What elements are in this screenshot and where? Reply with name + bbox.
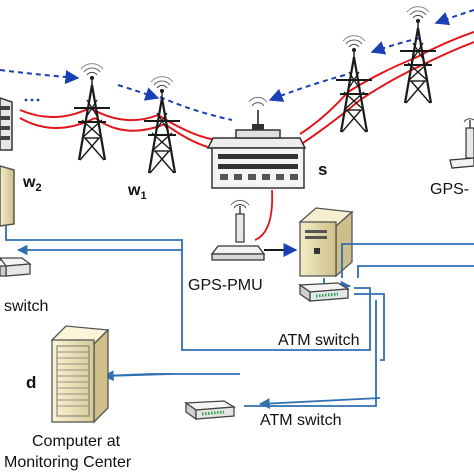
network-switch-icon: [298, 281, 350, 303]
transmission-tower-icon: [334, 34, 374, 134]
computer-label-line1: Computer at: [32, 433, 121, 450]
gps-pmu-label: GPS-PMU: [188, 277, 263, 294]
atm-switch-label-bottom: ATM switch: [260, 412, 341, 429]
substation-building-icon: [206, 96, 307, 189]
computer-tower-icon: [298, 207, 354, 278]
node-label-w2: w2: [22, 174, 42, 194]
transmission-tower-icon: [398, 5, 438, 105]
node-label-s: s: [318, 160, 327, 179]
atm-switch-label-top: ATM switch: [278, 332, 359, 349]
link-arrow: [258, 397, 381, 409]
computer-tower-icon: [0, 165, 15, 227]
link-arrow: [102, 370, 173, 382]
sensor-link: [254, 189, 274, 241]
network-switch-icon: [184, 399, 236, 421]
switch-label-left: switch: [4, 298, 48, 315]
network-switch-icon: [0, 257, 32, 277]
substation-building-icon: [0, 97, 13, 151]
node-label-w1: w1: [127, 182, 147, 202]
server-rack-icon: [50, 325, 110, 424]
antenna-icon: [210, 199, 266, 261]
antenna-icon: [449, 118, 474, 169]
computer-label-line2: Monitoring Center: [4, 454, 132, 471]
node-label-d: d: [26, 373, 36, 392]
gps-pmu-label-partial: GPS-: [430, 181, 469, 198]
wireless-links: [0, 9, 474, 121]
